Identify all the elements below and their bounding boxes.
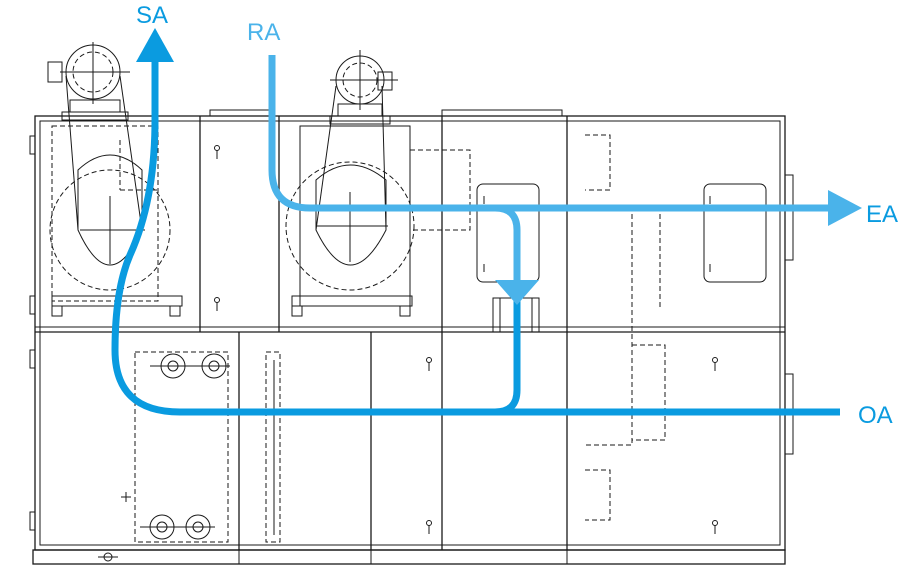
unit-housing: [29, 109, 794, 565]
return-fan: [285, 50, 471, 317]
door-handle-icon: [214, 145, 220, 159]
return-air-label: RA: [247, 19, 281, 46]
door-handle-icon: [712, 520, 718, 534]
supply-fan: [47, 42, 183, 317]
exhaust-air-arrow: [828, 190, 862, 226]
door-handles: [214, 145, 718, 534]
coil-sections: [134, 134, 666, 543]
door-handle-icon: [712, 357, 718, 371]
outdoor-air-label: OA: [858, 402, 893, 429]
door-handle-icon: [426, 520, 432, 534]
return-air-flow: [268, 55, 862, 305]
supply-air-label: SA: [136, 2, 169, 29]
door-handle-icon: [426, 357, 432, 371]
door-handle-icon: [214, 297, 220, 311]
supply-air-flow: [111, 28, 840, 416]
pipe-connections: [98, 353, 230, 562]
exhaust-air-label: EA: [866, 201, 899, 228]
mixed-air-arrow: [495, 280, 539, 305]
supply-air-arrow: [136, 28, 174, 62]
